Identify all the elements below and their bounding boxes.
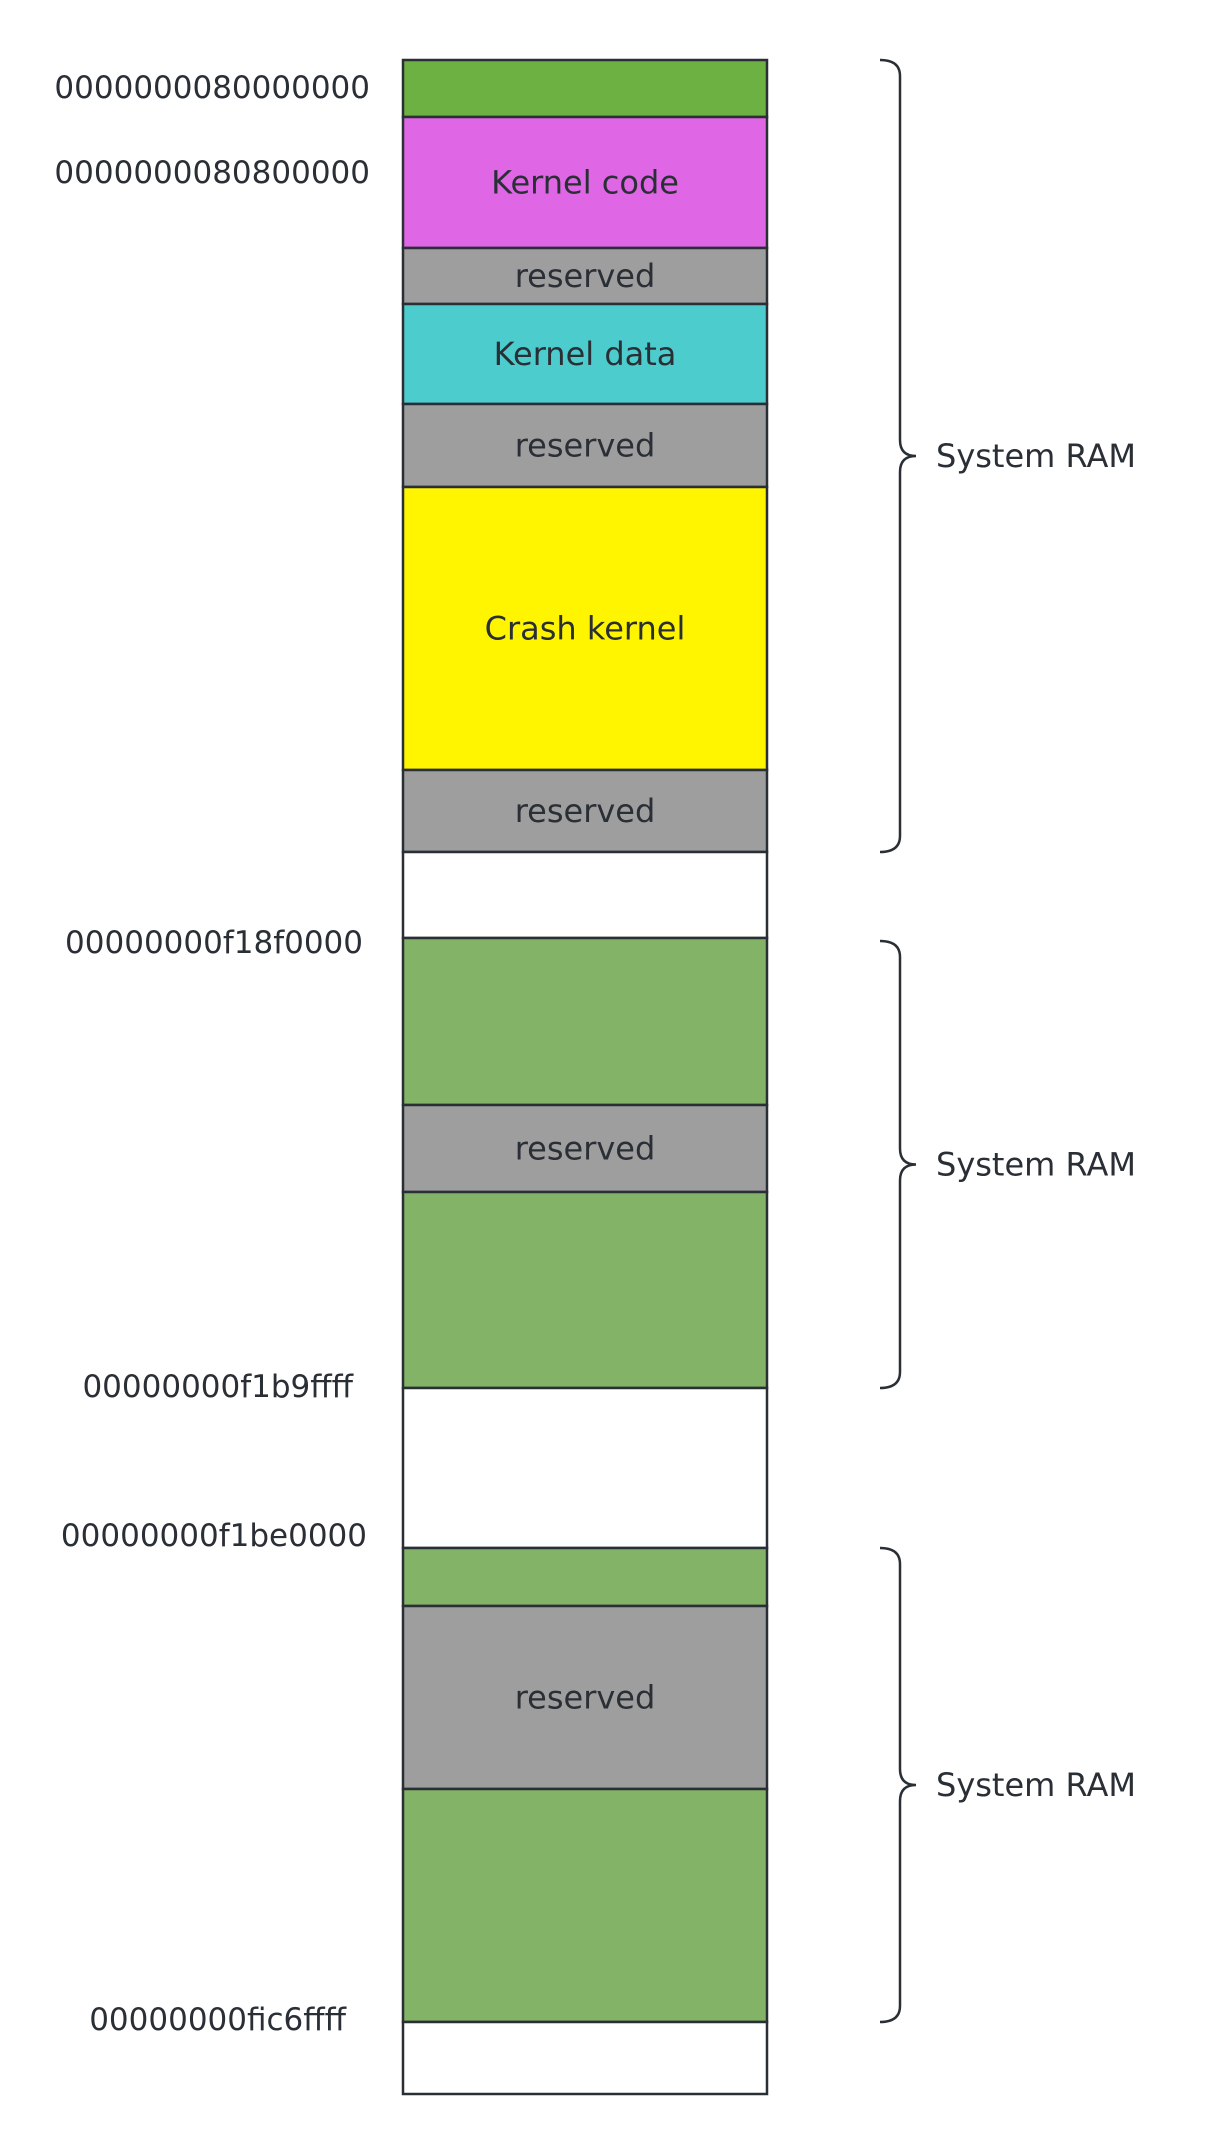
brace-shape: [879, 58, 917, 854]
segment-reserved-2: reserved: [401, 402, 769, 489]
system-ram-label: System RAM: [936, 1766, 1136, 1804]
segment-label: reserved: [515, 257, 656, 295]
segment-gap-3: [401, 2020, 769, 2096]
segment-label: reserved: [515, 792, 656, 830]
segment-block: [401, 1546, 769, 1608]
segment-block: [401, 850, 769, 940]
segment-block: [401, 485, 769, 772]
segment-label: reserved: [515, 1679, 656, 1717]
segment-kernel-code: Kernel code: [401, 115, 769, 250]
brace-shape: [879, 939, 917, 1390]
address-labels: 0000000080000000 0000000080800000 00000000…: [54, 70, 370, 2038]
segment-block: [401, 936, 769, 1107]
segment-reserved-4: reserved: [401, 1103, 769, 1194]
address-label: 0000000080800000: [54, 155, 370, 191]
segment-block: [401, 1386, 769, 1550]
address-label: 00000000fic6ffff: [89, 2002, 346, 2038]
address-label: 00000000f1be0000: [61, 1518, 367, 1554]
system-ram-label: System RAM: [936, 437, 1136, 475]
brace-shape: [879, 1546, 917, 2024]
segment-gap-2: [401, 1386, 769, 1550]
segment-crash-kernel: Crash kernel: [401, 485, 769, 772]
address-label: 00000000f1b9ffff: [82, 1369, 353, 1405]
segment-label: reserved: [515, 427, 656, 465]
segment-ram-2b: [401, 1190, 769, 1390]
segment-label: Kernel data: [494, 335, 677, 373]
segment-block: [401, 58, 769, 119]
segment-reserved-3: reserved: [401, 768, 769, 854]
segment-reserved-5: reserved: [401, 1604, 769, 1791]
segment-gap-1: [401, 850, 769, 940]
segment-block: [401, 1787, 769, 2024]
system-ram-group: System RAM: [879, 58, 1136, 854]
segment-ram-start: [401, 58, 769, 119]
segment-block: [401, 1190, 769, 1390]
segment-ram-2a: [401, 936, 769, 1107]
segment-block: [401, 1604, 769, 1791]
segment-kernel-data: Kernel data: [401, 302, 769, 406]
address-label: 00000000f18f0000: [65, 925, 363, 961]
system-ram-groups: System RAM System RAM System RAM: [879, 58, 1136, 2024]
system-ram-group: System RAM: [879, 1546, 1136, 2024]
address-label: 0000000080000000: [54, 70, 370, 106]
segment-ram-3b: [401, 1787, 769, 2024]
system-ram-group: System RAM: [879, 939, 1136, 1390]
segment-label: reserved: [515, 1130, 656, 1168]
segment-block: [401, 246, 769, 306]
segment-ram-3a: [401, 1546, 769, 1608]
system-ram-label: System RAM: [936, 1146, 1136, 1184]
segment-label: Kernel code: [491, 164, 679, 202]
segment-reserved-1: reserved: [401, 246, 769, 306]
segment-block: [401, 768, 769, 854]
segment-block: [401, 2020, 769, 2096]
segment-label: Crash kernel: [485, 610, 686, 648]
segment-block: [401, 115, 769, 250]
segment-block: [401, 402, 769, 489]
segment-block: [401, 302, 769, 406]
